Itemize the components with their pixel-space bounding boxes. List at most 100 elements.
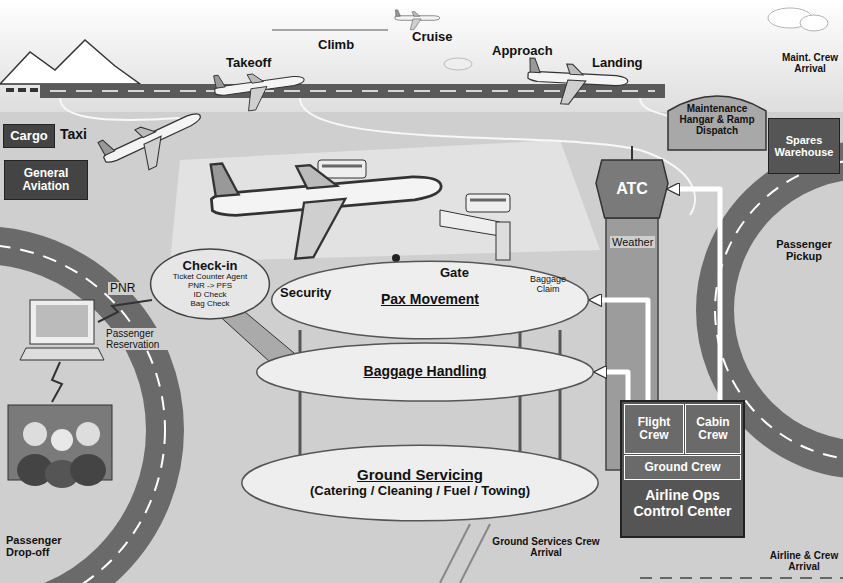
- outline-shape: [596, 160, 668, 218]
- hangar-building: Maintenance Hangar & Ramp Dispatch: [668, 90, 766, 150]
- text-stack: Baggage Handling: [255, 342, 595, 402]
- text-label: Taxi: [60, 127, 87, 143]
- illustration-line: [640, 577, 843, 579]
- node-text: Airline Ops Control Center: [626, 488, 739, 519]
- illustration-use: [395, 10, 440, 30]
- illustration-line: [460, 524, 490, 583]
- crew-cell: Flight Crew: [624, 404, 684, 454]
- ops-center-box: Airline Ops Control Center Flight Crew Cab…: [620, 400, 745, 538]
- illustration-polygon: [0, 40, 140, 84]
- illustration-circle: [23, 422, 47, 446]
- node-text: PNR -> PFS: [188, 282, 232, 291]
- text-label: Gate: [440, 266, 469, 281]
- text-stack: Ground Crew: [625, 456, 740, 479]
- illustration-line: [631, 146, 633, 160]
- text-label: Cruise: [412, 30, 452, 45]
- node-text: Ground Servicing: [357, 467, 483, 484]
- illustration-polygon: [440, 210, 500, 236]
- illustration-rect: [6, 88, 14, 92]
- illustration-use: [213, 63, 308, 115]
- crew-cell: Cabin Crew: [685, 404, 741, 454]
- illustration-rect: [466, 194, 510, 212]
- text-label: Maint. Crew Arrival: [780, 52, 840, 74]
- text-label: Climb: [318, 38, 354, 53]
- node-text: Spares Warehouse: [772, 134, 836, 159]
- text-stack: Maintenance Hangar & Ramp Dispatch: [668, 100, 766, 150]
- illustration-use: [208, 145, 446, 266]
- disc-shape: [272, 261, 589, 339]
- text-label: Passenger Reservation: [104, 328, 174, 350]
- node-text: ATC: [616, 180, 648, 198]
- illustration-ellipse: [800, 15, 828, 31]
- node-text: Check-in: [183, 259, 238, 274]
- node-text: (Catering / Cleaning / Fuel / Towing): [310, 484, 530, 499]
- text-stack: Check-inTicket Counter AgentPNR -> PFSID…: [150, 248, 270, 320]
- checkin-disc: Check-inTicket Counter AgentPNR -> PFSID…: [150, 248, 270, 320]
- illustration-line: [299, 330, 302, 470]
- illustration-circle: [76, 422, 100, 446]
- illustration-circle: [392, 254, 400, 262]
- node-text: Cargo: [10, 129, 48, 144]
- disc-shape: [151, 249, 270, 319]
- crew-cell: Ground Crew: [624, 455, 741, 480]
- illustration-circle: [51, 429, 73, 451]
- outline-shape: [668, 96, 766, 150]
- text-label: Takeoff: [226, 56, 271, 71]
- flow-arrow: [595, 372, 628, 400]
- illustration-use: [97, 98, 212, 184]
- text-label: Ground Services Crew Arrival: [490, 536, 602, 558]
- node-text: Maintenance Hangar & Ramp Dispatch: [671, 103, 763, 137]
- illustration-polyline: [98, 300, 152, 322]
- text-stack: Cabin Crew: [686, 405, 740, 453]
- text-stack: Ground Servicing(Catering / Cleaning / F…: [240, 444, 600, 522]
- illustration-rect: [18, 88, 26, 92]
- text-label: Security: [280, 286, 331, 301]
- node-text: Cabin Crew: [688, 416, 738, 443]
- illustration-rect: [30, 300, 94, 344]
- illustration-rect: [496, 222, 510, 260]
- node-text: Pax Movement: [381, 292, 479, 308]
- text-stack: Flight Crew: [625, 405, 683, 453]
- flow-arrow: [590, 300, 648, 400]
- node-text: Flight Crew: [627, 416, 681, 443]
- warehouse-box: Spares Warehouse: [768, 118, 840, 174]
- illustration-rect: [30, 88, 38, 92]
- text-stack: Airline Ops Control Center: [622, 484, 743, 536]
- disc-shape: [257, 343, 594, 401]
- level-disc: Baggage Handling: [255, 342, 595, 402]
- aviation-box: General Aviation: [4, 160, 88, 200]
- text-label: Approach: [492, 44, 553, 59]
- text-stack: Cargo: [4, 125, 54, 147]
- tower-cab: ATC: [596, 160, 668, 218]
- text-stack: Spares Warehouse: [769, 119, 839, 173]
- illustration-circle: [0, 245, 165, 583]
- illustration-polygon: [20, 348, 104, 360]
- node-text: ID Check: [194, 291, 227, 300]
- illustration-polyline: [52, 362, 62, 402]
- illustration-ellipse: [444, 58, 472, 70]
- illustration-line: [272, 29, 388, 30]
- text-stack: General Aviation: [5, 161, 87, 199]
- text-label: Landing: [592, 56, 643, 71]
- text-label: Baggage Claim: [522, 274, 574, 294]
- text-label: Passenger Pickup: [768, 238, 840, 263]
- illustration-line: [559, 330, 562, 470]
- text-label: Weather: [610, 236, 655, 248]
- illustration-rect: [36, 305, 88, 337]
- illustration-ellipse: [70, 454, 106, 486]
- node-text: Baggage Handling: [364, 364, 487, 380]
- illustration-line: [322, 165, 362, 168]
- flow-arrow: [668, 189, 720, 400]
- cargo-box: Cargo: [3, 124, 55, 148]
- text-label: Airline & Crew Arrival: [768, 550, 840, 572]
- text-stack: ATC: [596, 160, 668, 218]
- node-text: Bag Check: [190, 300, 229, 309]
- level-disc: Ground Servicing(Catering / Cleaning / F…: [240, 444, 600, 522]
- node-text: Ground Crew: [644, 461, 720, 474]
- illustration-line: [470, 199, 506, 202]
- illustration-rect: [0, 0, 843, 112]
- disc-shape: [242, 445, 598, 521]
- node-text: General Aviation: [7, 167, 85, 194]
- node-text: Ticket Counter Agent: [173, 273, 247, 282]
